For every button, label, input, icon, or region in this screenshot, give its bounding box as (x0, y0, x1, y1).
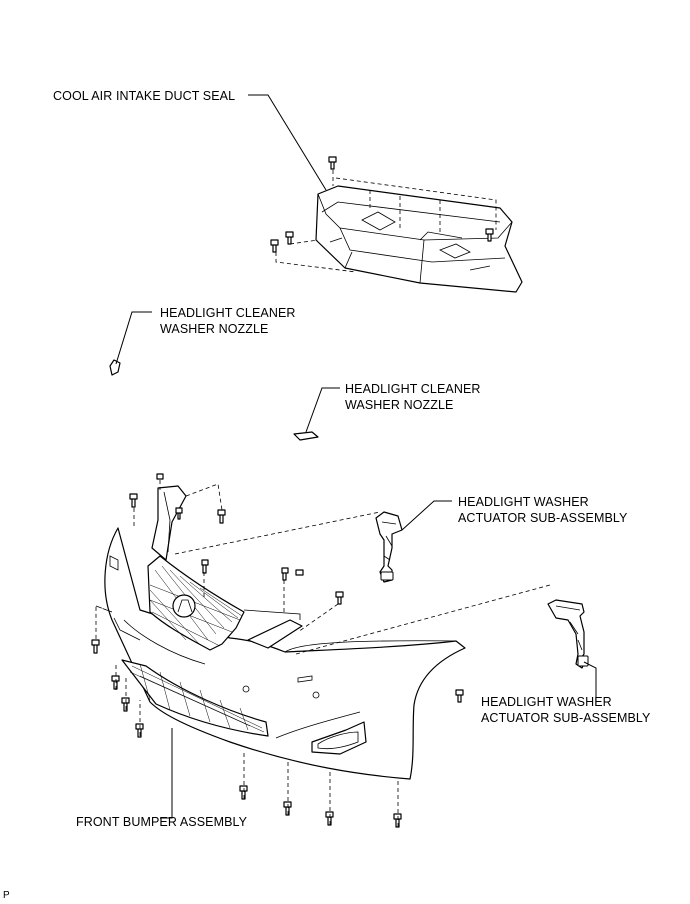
headlight-cleaner-washer-nozzle-right (293, 431, 319, 441)
label-nozzle-left-line2: WASHER NOZZLE (160, 322, 269, 336)
leader-nozzle-right (305, 387, 340, 433)
label-front-bumper-assembly: FRONT BUMPER ASSEMBLY (76, 815, 248, 829)
bumper-dashed-guides (95, 480, 551, 827)
label-actuator-upper-line1: HEADLIGHT WASHER (458, 495, 589, 509)
cool-air-intake-duct-seal-part (315, 185, 523, 293)
seal-dashed-guides (275, 170, 497, 273)
leader-front-bumper (160, 728, 173, 819)
headlight-washer-actuator-lower (547, 599, 589, 669)
label-cool-air-intake-duct-seal: COOL AIR INTAKE DUCT SEAL (53, 89, 236, 103)
label-actuator-upper-line2: ACTUATOR SUB-ASSEMBLY (458, 511, 628, 525)
footer-code: P (3, 890, 10, 901)
leader-actuator-lower (583, 661, 597, 706)
leader-actuator-upper (401, 500, 452, 531)
front-bumper-assembly-part (104, 485, 466, 780)
label-nozzle-right-line1: HEADLIGHT CLEANER (345, 382, 481, 396)
headlight-washer-actuator-upper (375, 511, 403, 583)
leader-nozzle-left (115, 311, 152, 365)
label-nozzle-right-line2: WASHER NOZZLE (345, 398, 454, 412)
label-actuator-lower-line1: HEADLIGHT WASHER (481, 695, 612, 709)
label-actuator-lower-line2: ACTUATOR SUB-ASSEMBLY (481, 711, 651, 725)
headlight-cleaner-washer-nozzle-left (109, 359, 121, 376)
label-nozzle-left-line1: HEADLIGHT CLEANER (160, 306, 296, 320)
bumper-fasteners (91, 473, 464, 828)
leader-cool-air-seal (248, 94, 327, 191)
seal-clips (270, 156, 494, 253)
